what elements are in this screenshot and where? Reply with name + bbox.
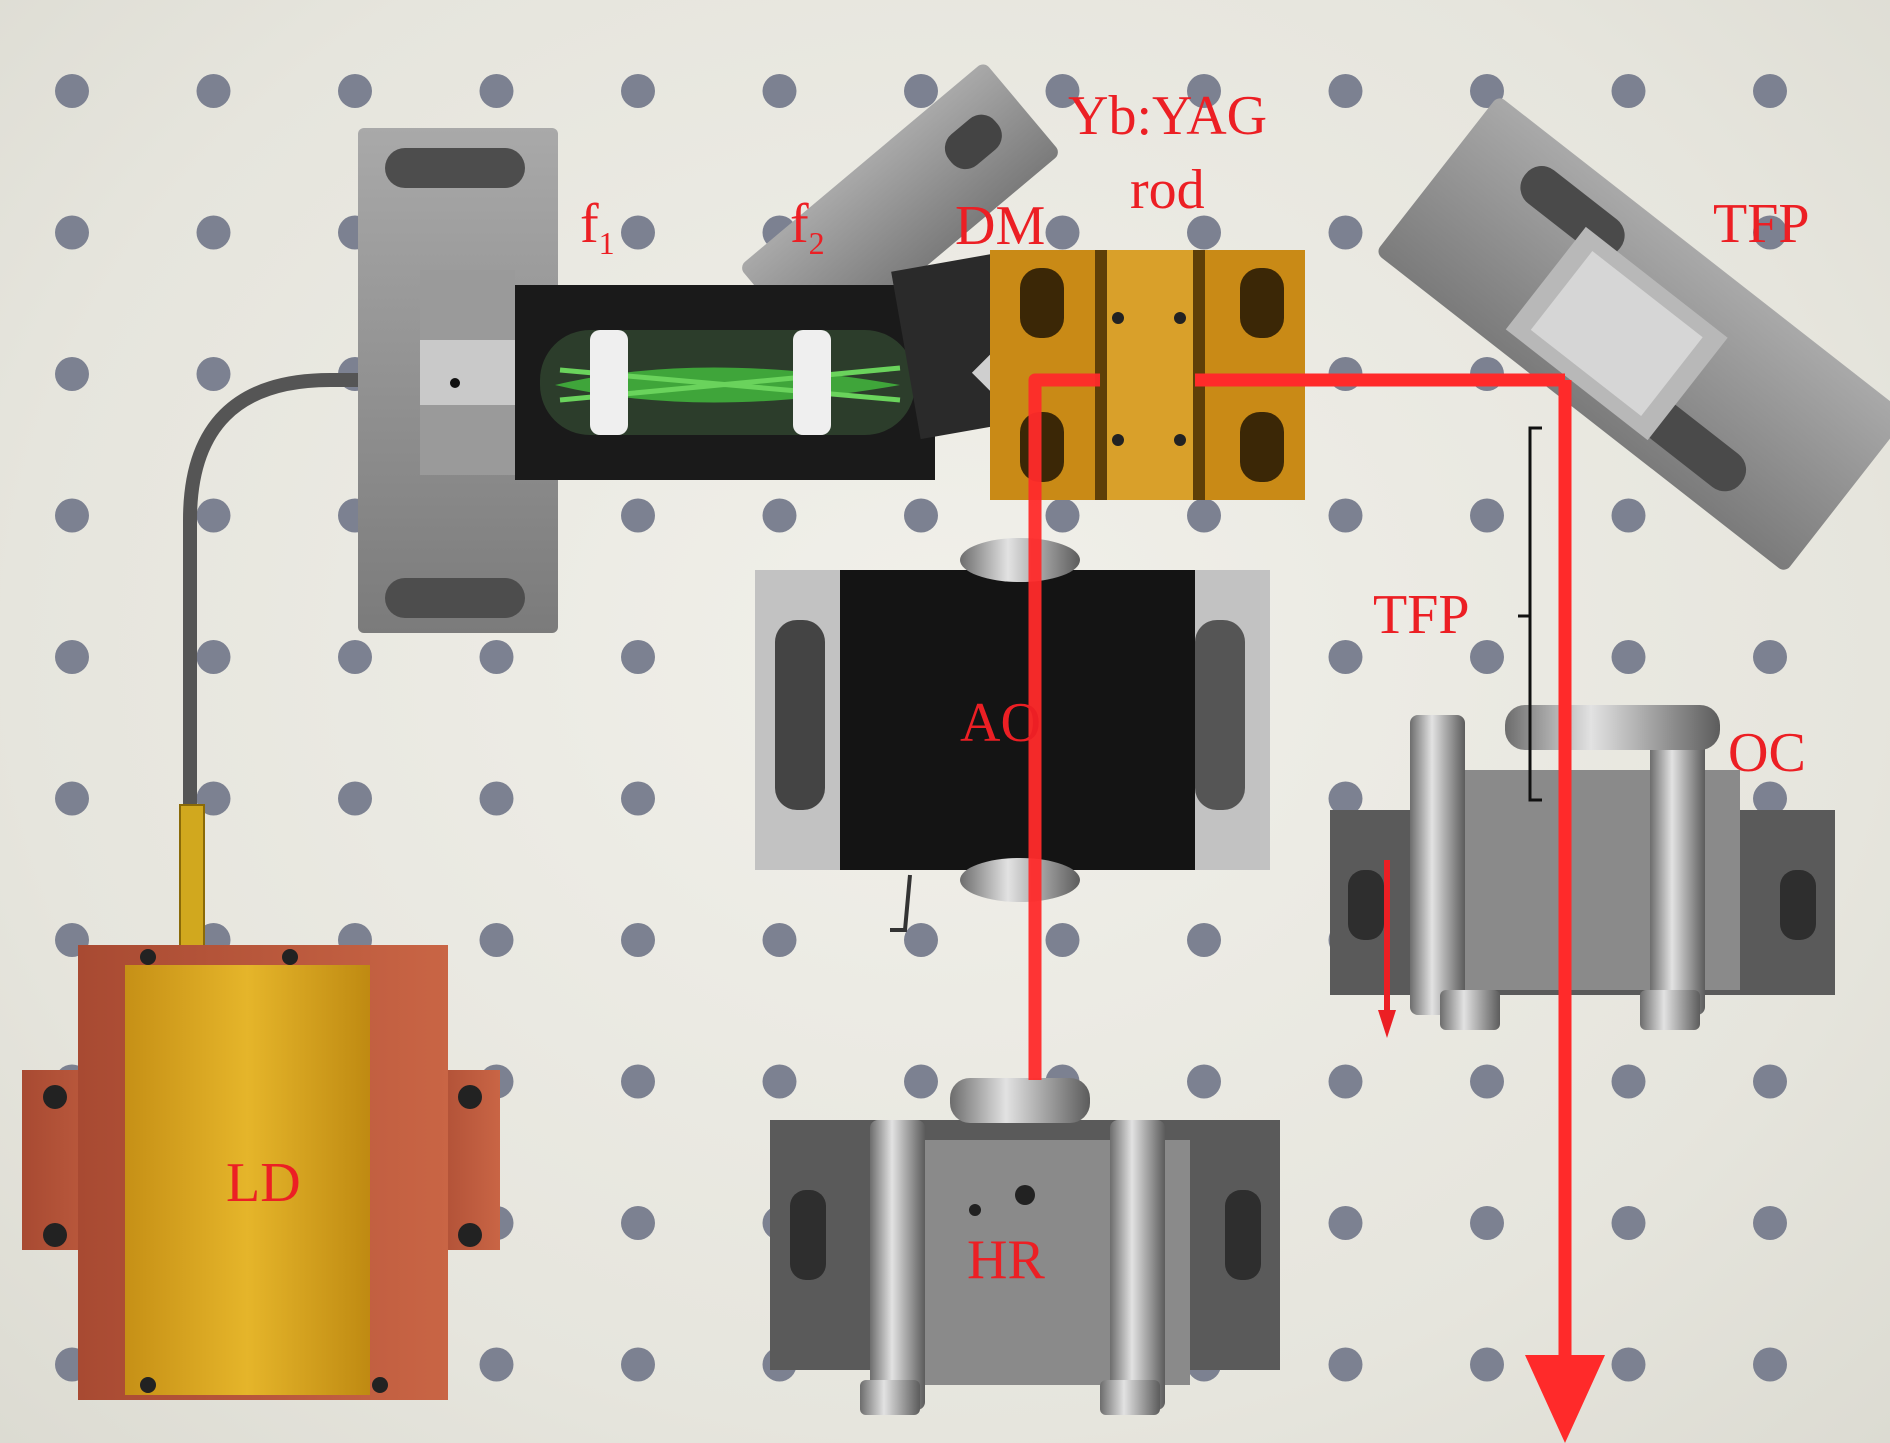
label-rod: rod [1130,159,1205,221]
label-f1-main: f [580,193,599,255]
label-dm: DM [955,195,1046,257]
label-f1-sub: 1 [598,225,615,261]
tfp-diagonal-mount [1378,98,1890,570]
label-tfp-top: TFP [1713,193,1810,255]
ao-modulator [755,538,1270,932]
bracket-icon [1518,426,1542,802]
lens-tube [420,250,1039,480]
label-f1: f1 [580,196,615,259]
f2-diagonal-bracket [742,64,1058,356]
label-f2-sub: 2 [808,225,825,261]
fiber-cable [183,373,417,817]
label-tfp-mid: TFP [1373,584,1470,646]
laser-beam [1028,373,1572,1360]
label-ld: LD [226,1152,301,1214]
label-yb-yag: Yb:YAG [1068,85,1268,147]
ld-module [22,945,500,1400]
label-oc: OC [1728,722,1806,784]
label-f2: f2 [790,196,825,259]
label-f2-main: f [790,193,809,255]
small-arrow-down-icon [1378,860,1396,1038]
oc-mount [1330,705,1835,1030]
beam-output-arrow-icon [1525,1355,1605,1443]
label-hr: HR [967,1229,1045,1291]
label-ao: AO [960,692,1041,754]
hr-mount [770,1078,1280,1415]
